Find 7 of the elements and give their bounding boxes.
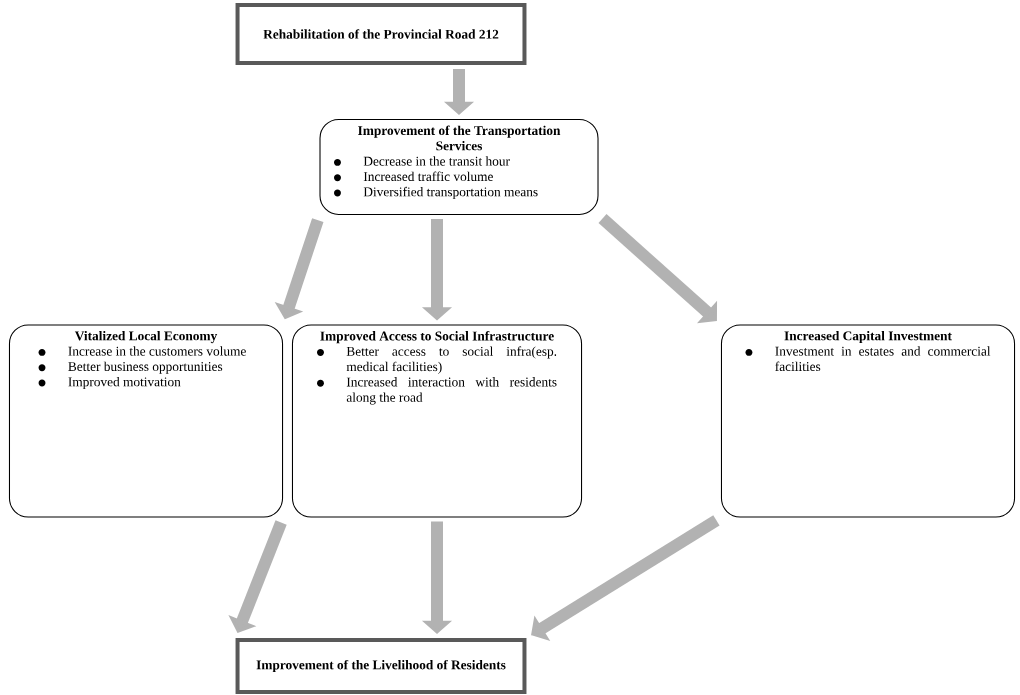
outcome-box: Rehabilitation of the Provincial Road 212 xyxy=(235,3,527,65)
effect-box: Improved Access to Social Infrastructure Better access to social infra(esp. medical facilities) Increased interaction with residents along the road xyxy=(291,324,583,518)
effect-box: Improvement of the Transportation Services Decrease in the transit hour Increased traffic volume Diversified transportation means xyxy=(319,119,599,215)
block-arrow xyxy=(531,515,720,641)
outcome-box: Improvement of the Livelihood of Residents xyxy=(235,638,527,694)
effect-box: Vitalized Local Economy Increase in the customers volume Better business opportunities Improved motivation xyxy=(8,324,284,518)
effect-box: Increased Capital Investment Investment in estates and commercial facilities xyxy=(720,324,1016,518)
